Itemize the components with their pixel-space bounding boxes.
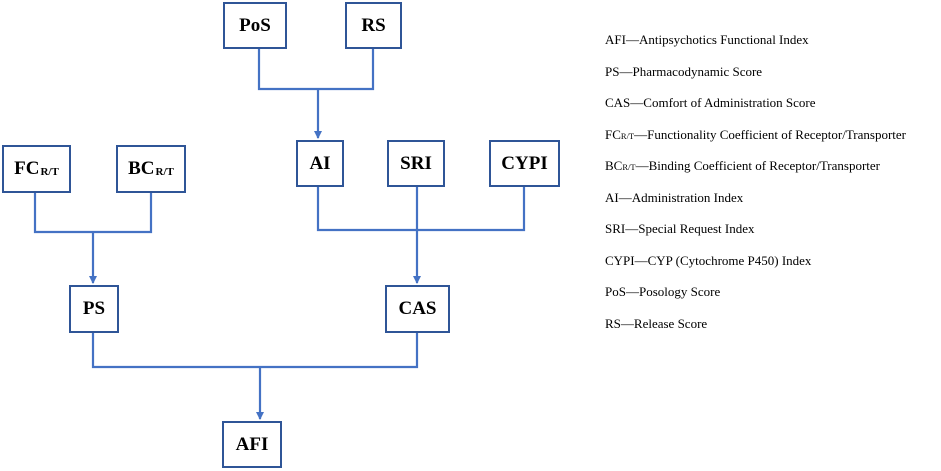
- node-sri: SRI: [387, 140, 445, 187]
- node-bc-label: BC: [128, 158, 155, 179]
- legend-abbr: SRI: [605, 221, 626, 236]
- legend-definition: —Functionality Coefficient of Receptor/T…: [634, 126, 907, 142]
- legend-abbr: CYPI: [605, 252, 635, 268]
- connector-ai-sri-cypi-cas: [316, 187, 526, 283]
- node-fc-label: FC: [14, 158, 40, 179]
- legend-item-rs: RS—Release Score: [605, 316, 906, 348]
- node-cas-label: CAS: [398, 298, 437, 319]
- node-rs-label: RS: [361, 14, 386, 36]
- legend-definition: —Release Score: [620, 315, 708, 331]
- legend-abbr: AI: [605, 189, 619, 205]
- legend-definition: —Administration Index: [618, 189, 744, 205]
- node-ps: PS: [69, 285, 119, 333]
- legend-item-fc: FCR/T—Functionality Coefficient of Recep…: [605, 127, 906, 159]
- legend-abbr: CAS: [605, 95, 631, 110]
- node-rs: RS: [345, 2, 402, 49]
- legend-definition: —Posology Score: [625, 284, 721, 299]
- node-afi-label: AFI: [235, 433, 269, 455]
- connector-ps-cas-afi: [91, 333, 419, 419]
- legend-item-cypi: CYPI—CYP (Cytochrome P450) Index: [605, 253, 906, 285]
- legend-subscript: R/T: [622, 162, 636, 172]
- node-cypi-label: CYPI: [501, 152, 548, 174]
- node-cas: CAS: [385, 285, 450, 333]
- legend-item-cas: CAS—Comfort of Administration Score: [605, 95, 906, 127]
- legend-definition: —Antipsychotics Functional Index: [625, 32, 809, 47]
- node-ai-label: AI: [309, 152, 331, 174]
- node-afi: AFI: [222, 421, 282, 468]
- legend-item-sri: SRI—Special Request Index: [605, 221, 906, 253]
- node-ps-label: PS: [82, 298, 106, 319]
- legend-item-afi: AFI—Antipsychotics Functional Index: [605, 32, 906, 64]
- node-ai: AI: [296, 140, 344, 187]
- node-cypi: CYPI: [489, 140, 560, 187]
- legend: AFI—Antipsychotics Functional Index PS—P…: [605, 32, 906, 347]
- legend-abbr: PS: [605, 63, 620, 79]
- node-pos: PoS: [223, 2, 287, 49]
- legend-item-ai: AI—Administration Index: [605, 190, 906, 222]
- node-fc-subscript: R/T: [40, 166, 59, 178]
- node-bc-subscript: R/T: [155, 166, 174, 178]
- legend-abbr: AFI: [605, 32, 626, 47]
- legend-abbr: RS: [605, 315, 621, 331]
- connector-pos-rs-ai: [257, 49, 375, 138]
- legend-definition: —CYP (Cytochrome P450) Index: [634, 252, 812, 268]
- legend-subscript: R/T: [620, 130, 635, 141]
- legend-item-bc: BCR/T—Binding Coefficient of Receptor/Tr…: [605, 158, 906, 190]
- node-pos-label: PoS: [239, 14, 271, 36]
- node-sri-label: SRI: [400, 152, 432, 174]
- legend-abbr: BC: [605, 158, 623, 173]
- legend-abbr: PoS: [605, 284, 626, 299]
- connector-fc-bc-ps: [33, 193, 153, 283]
- legend-definition: —Special Request Index: [625, 221, 755, 236]
- legend-abbr: FC: [605, 126, 621, 142]
- legend-definition: —Binding Coefficient of Receptor/Transpo…: [635, 158, 881, 173]
- legend-definition: —Comfort of Administration Score: [630, 95, 816, 110]
- legend-definition: —Pharmacodynamic Score: [619, 63, 763, 79]
- legend-item-pos: PoS—Posology Score: [605, 284, 906, 316]
- legend-item-ps: PS—Pharmacodynamic Score: [605, 64, 906, 96]
